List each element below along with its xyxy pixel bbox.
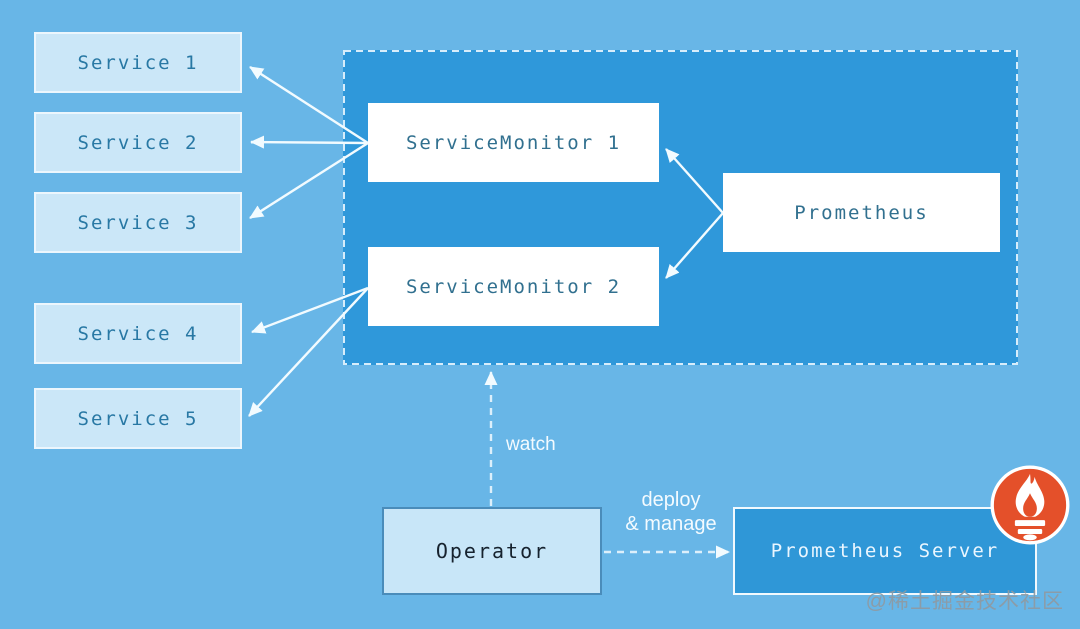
service-box-4: Service 4 (34, 303, 242, 364)
watermark-text: @稀土掘金技术社区 (865, 590, 1064, 613)
operator-box: Operator (382, 507, 602, 595)
servicemonitor-box-1: ServiceMonitor 1 (368, 103, 659, 182)
service-4-label: Service 4 (77, 322, 199, 345)
prometheus-box: Prometheus (723, 173, 1000, 252)
prometheus-server-box: Prometheus Server (733, 507, 1037, 595)
deploy-label-line2: & manage (625, 513, 717, 535)
service-box-2: Service 2 (34, 112, 242, 173)
service-1-label: Service 1 (77, 51, 199, 74)
deploy-label-line1: deploy (641, 489, 701, 511)
service-box-5: Service 5 (34, 388, 242, 449)
deploy-manage-edge-label: deploy & manage (600, 488, 742, 536)
watch-edge-label: watch (506, 434, 556, 455)
servicemonitor-box-2: ServiceMonitor 2 (368, 247, 659, 326)
servicemonitor-2-label: ServiceMonitor 2 (405, 275, 622, 298)
servicemonitor-1-label: ServiceMonitor 1 (405, 131, 622, 154)
service-box-1: Service 1 (34, 32, 242, 93)
service-box-3: Service 3 (34, 192, 242, 253)
service-3-label: Service 3 (77, 211, 199, 234)
service-2-label: Service 2 (77, 131, 199, 154)
operator-label: Operator (435, 539, 549, 563)
prometheus-label: Prometheus (794, 201, 929, 224)
prometheus-flame-icon (990, 465, 1070, 545)
prometheus-server-label: Prometheus Server (770, 540, 1000, 562)
service-5-label: Service 5 (77, 407, 199, 430)
